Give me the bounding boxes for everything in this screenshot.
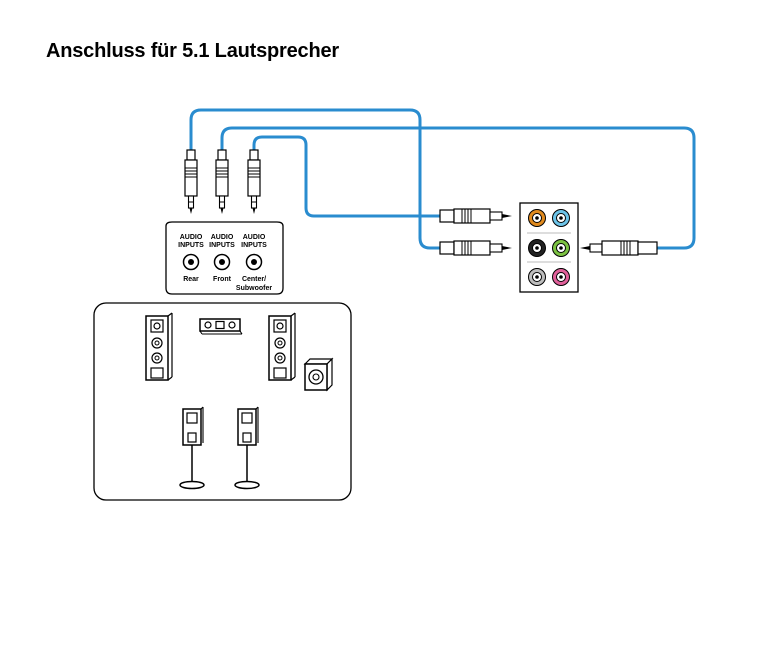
input-rear-line1: AUDIO (180, 234, 203, 241)
motherboard-audio-panel (519, 202, 579, 293)
input-center-subwoofer: AUDIO INPUTS Center/ Subwoofer (236, 234, 272, 292)
input-center-name2: Subwoofer (236, 285, 272, 292)
rca-to-jack-plug-middle (439, 240, 512, 256)
input-rear-name: Rear (183, 276, 199, 283)
audio-jack-gray (528, 268, 546, 286)
front-right-speaker-icon (268, 312, 296, 381)
input-front: AUDIO INPUTS Front (209, 234, 235, 283)
cable-front (220, 126, 696, 250)
rca-plug-front (215, 149, 229, 215)
input-front-line1: AUDIO (211, 234, 234, 241)
input-rear: AUDIO INPUTS Rear (178, 234, 204, 283)
input-center-line2: INPUTS (241, 242, 267, 249)
input-center-name1: Center/ (242, 276, 266, 283)
speaker-setup (93, 302, 352, 501)
cable-center-subwoofer (252, 135, 442, 218)
audio-jack-green (552, 239, 570, 257)
rca-to-jack-plug-top (439, 208, 512, 224)
input-rear-line2: INPUTS (178, 242, 204, 249)
audio-cables (189, 108, 696, 250)
subwoofer-icon (303, 357, 334, 392)
rca-plug-center-subwoofer (247, 149, 261, 215)
audio-jack-orange (528, 209, 546, 227)
input-front-line2: INPUTS (209, 242, 235, 249)
audio-inputs-panel: AUDIO INPUTS Rear AUDIO INPUTS Front AUD… (165, 221, 284, 295)
input-front-name: Front (213, 276, 232, 283)
jack-plug-right (580, 240, 658, 256)
audio-jack-blue (552, 209, 570, 227)
rca-plug-rear (184, 149, 198, 215)
audio-jack-pink (552, 268, 570, 286)
page-title: Anschluss für 5.1 Lautsprecher (46, 40, 339, 62)
audio-jack-black (528, 239, 546, 257)
cable-rear (189, 108, 442, 250)
front-left-speaker-icon (145, 312, 173, 381)
center-speaker-icon (199, 318, 243, 335)
input-center-line1: AUDIO (243, 234, 266, 241)
